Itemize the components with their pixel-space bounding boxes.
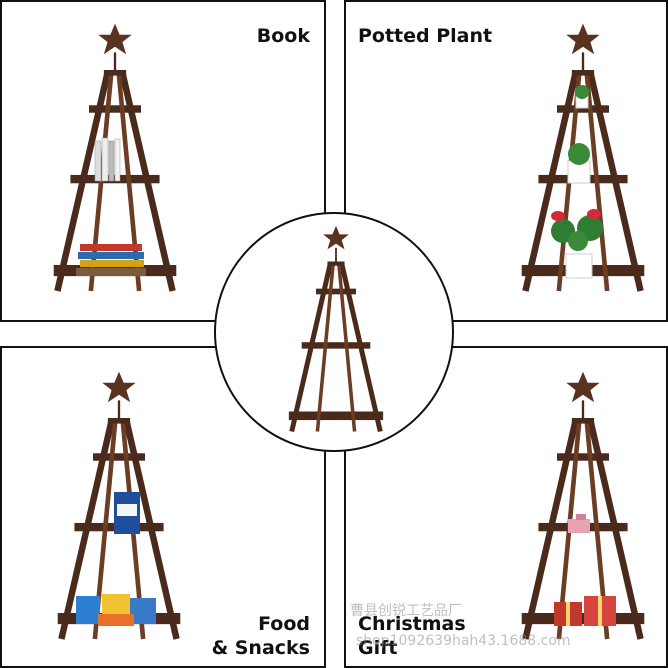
label-food-line2: & Snacks [211, 637, 310, 659]
watermark-line2: shop1092639hah43.1688.com [356, 633, 571, 649]
label-book: Book [256, 25, 310, 47]
label-gift-line1: Christmas [358, 613, 466, 635]
label-food-line1: Food [258, 613, 310, 635]
panel-book: Book [0, 0, 326, 322]
label-christmas-gift: Christmas Gift [358, 612, 466, 660]
label-gift-line2: Gift [358, 637, 398, 659]
panel-food-snacks: Food & Snacks [0, 346, 326, 668]
center-product-circle [214, 212, 454, 452]
tree-stand-with-gifts [518, 364, 648, 654]
tree-stand-empty [286, 224, 386, 439]
watermark-line1: 曹县创锐工艺品厂 [350, 603, 462, 619]
tree-stand-with-books [50, 16, 180, 306]
tree-stand-with-snacks [54, 364, 184, 654]
tree-stand-with-plants [518, 16, 648, 306]
label-food-snacks: Food & Snacks [212, 612, 310, 660]
label-potted-plant: Potted Plant [358, 25, 493, 47]
